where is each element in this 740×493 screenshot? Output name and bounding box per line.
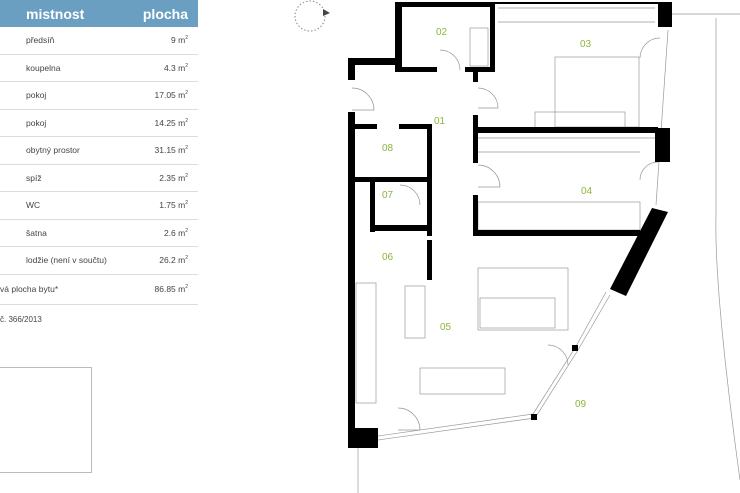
room-area: 31.15 m2 <box>154 145 189 156</box>
table-row: obytný prostor 31.15 m2 <box>0 137 198 165</box>
room-area: 4.3 m2 <box>163 62 188 73</box>
image-frame <box>0 367 92 473</box>
room-name: předsíň <box>26 35 55 46</box>
table-row: koupelna 4.3 m2 <box>0 55 198 82</box>
header-area: plocha <box>142 5 188 22</box>
room-area: 14.25 m2 <box>154 117 189 128</box>
room-name: pokoj <box>26 117 47 128</box>
room-name: pokoj <box>26 90 47 101</box>
compass-icon <box>294 0 330 32</box>
room-label-06: 06 <box>382 252 394 263</box>
table-row: lodžie (není v součtu) 26.2 m2 <box>0 247 198 275</box>
room-label-02: 02 <box>436 27 448 38</box>
room-area: 2.6 m2 <box>163 227 188 238</box>
room-area: 17.05 m2 <box>154 90 189 101</box>
outer-thin-lines <box>351 7 740 493</box>
room-name: WC <box>26 200 41 211</box>
room-label-08: 08 <box>382 143 394 154</box>
walls <box>348 2 672 448</box>
total-row: vá plocha bytu* 86.85 m2 <box>0 275 198 305</box>
total-area: 86.85 m2 <box>154 284 189 294</box>
room-area-table: mistnost plocha předsíň 9 m2 koupelna 4.3 m… <box>0 0 198 493</box>
room-label-03: 03 <box>580 39 592 50</box>
room-label-07: 07 <box>382 190 394 201</box>
legal-note: č. 366/2013 <box>0 314 42 324</box>
table-row: šatna 2.6 m2 <box>0 220 198 247</box>
room-label-09: 09 <box>575 399 587 410</box>
table-row: pokoj 17.05 m2 <box>0 82 198 110</box>
table-row: spíž 2.35 m2 <box>0 165 198 192</box>
total-label: vá plocha bytu* <box>0 284 59 294</box>
room-label-05: 05 <box>440 322 452 333</box>
room-name: lodžie (není v součtu) <box>26 255 107 266</box>
table-header: mistnost plocha <box>0 0 198 27</box>
room-area: 2.35 m2 <box>159 172 188 183</box>
room-name: obytný prostor <box>26 145 80 156</box>
table-row: WC 1.75 m2 <box>0 192 198 220</box>
room-name: spíž <box>26 172 42 183</box>
table-row: pokoj 14.25 m2 <box>0 110 198 137</box>
room-label-04: 04 <box>581 186 593 197</box>
header-room: mistnost <box>26 5 85 22</box>
room-area: 26.2 m2 <box>159 255 188 266</box>
room-area: 9 m2 <box>171 35 188 46</box>
room-area: 1.75 m2 <box>159 200 188 211</box>
room-label-01: 01 <box>434 116 446 127</box>
room-name: šatna <box>26 227 47 238</box>
room-name: koupelna <box>26 62 61 73</box>
table-row: předsíň 9 m2 <box>0 27 198 55</box>
